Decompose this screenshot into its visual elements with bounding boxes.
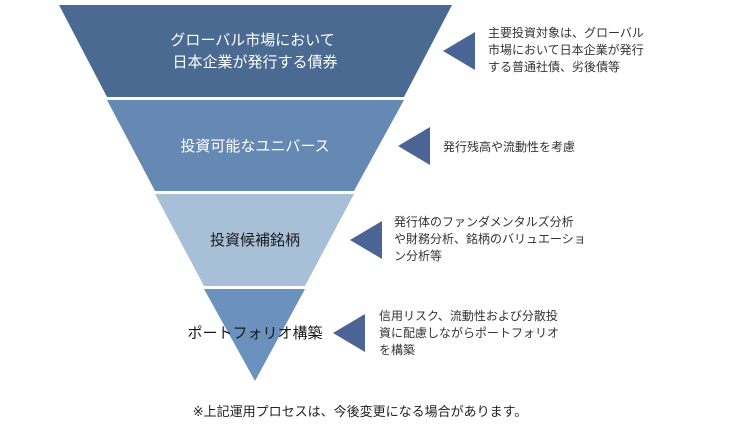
funnel-stage-4 bbox=[204, 289, 305, 381]
funnel-stage-3 bbox=[155, 194, 354, 286]
stage-3-description: 発行体のファンダメンタルズ分析 や財務分析、銘柄のバリュエーショ ン分析等 bbox=[394, 214, 590, 263]
stage-3-label: 投資候補銘柄 bbox=[210, 231, 300, 249]
stage-1-description: 主要投資対象は、グローバル 市場において日本企業が発行 する普通社債、劣後債等 bbox=[488, 25, 648, 74]
funnel-stage-1 bbox=[59, 5, 452, 97]
arrow-1-icon bbox=[443, 32, 475, 70]
arrow-3-icon bbox=[350, 221, 382, 259]
arrow-2-icon bbox=[398, 127, 430, 165]
pointer-arrows bbox=[333, 32, 475, 352]
arrow-4-icon bbox=[333, 314, 365, 352]
funnel bbox=[59, 5, 452, 381]
funnel-stage-2 bbox=[107, 100, 404, 191]
footnote: ※上記運用プロセスは、今後変更になる場合があります。 bbox=[193, 404, 528, 420]
stage-4-description: 信用リスク、流動性および分散投 資に配慮しながらポートフォリオ を構築 bbox=[379, 308, 563, 357]
stage-2-label: 投資可能なユニバース bbox=[180, 137, 329, 155]
stage-2-description: 発行残高や流動性を考慮 bbox=[443, 139, 575, 154]
stage-1-label: グローバル市場において 日本企業が発行する債券 bbox=[170, 31, 339, 71]
stage-4-label: ポートフォリオ構築 bbox=[187, 324, 322, 342]
